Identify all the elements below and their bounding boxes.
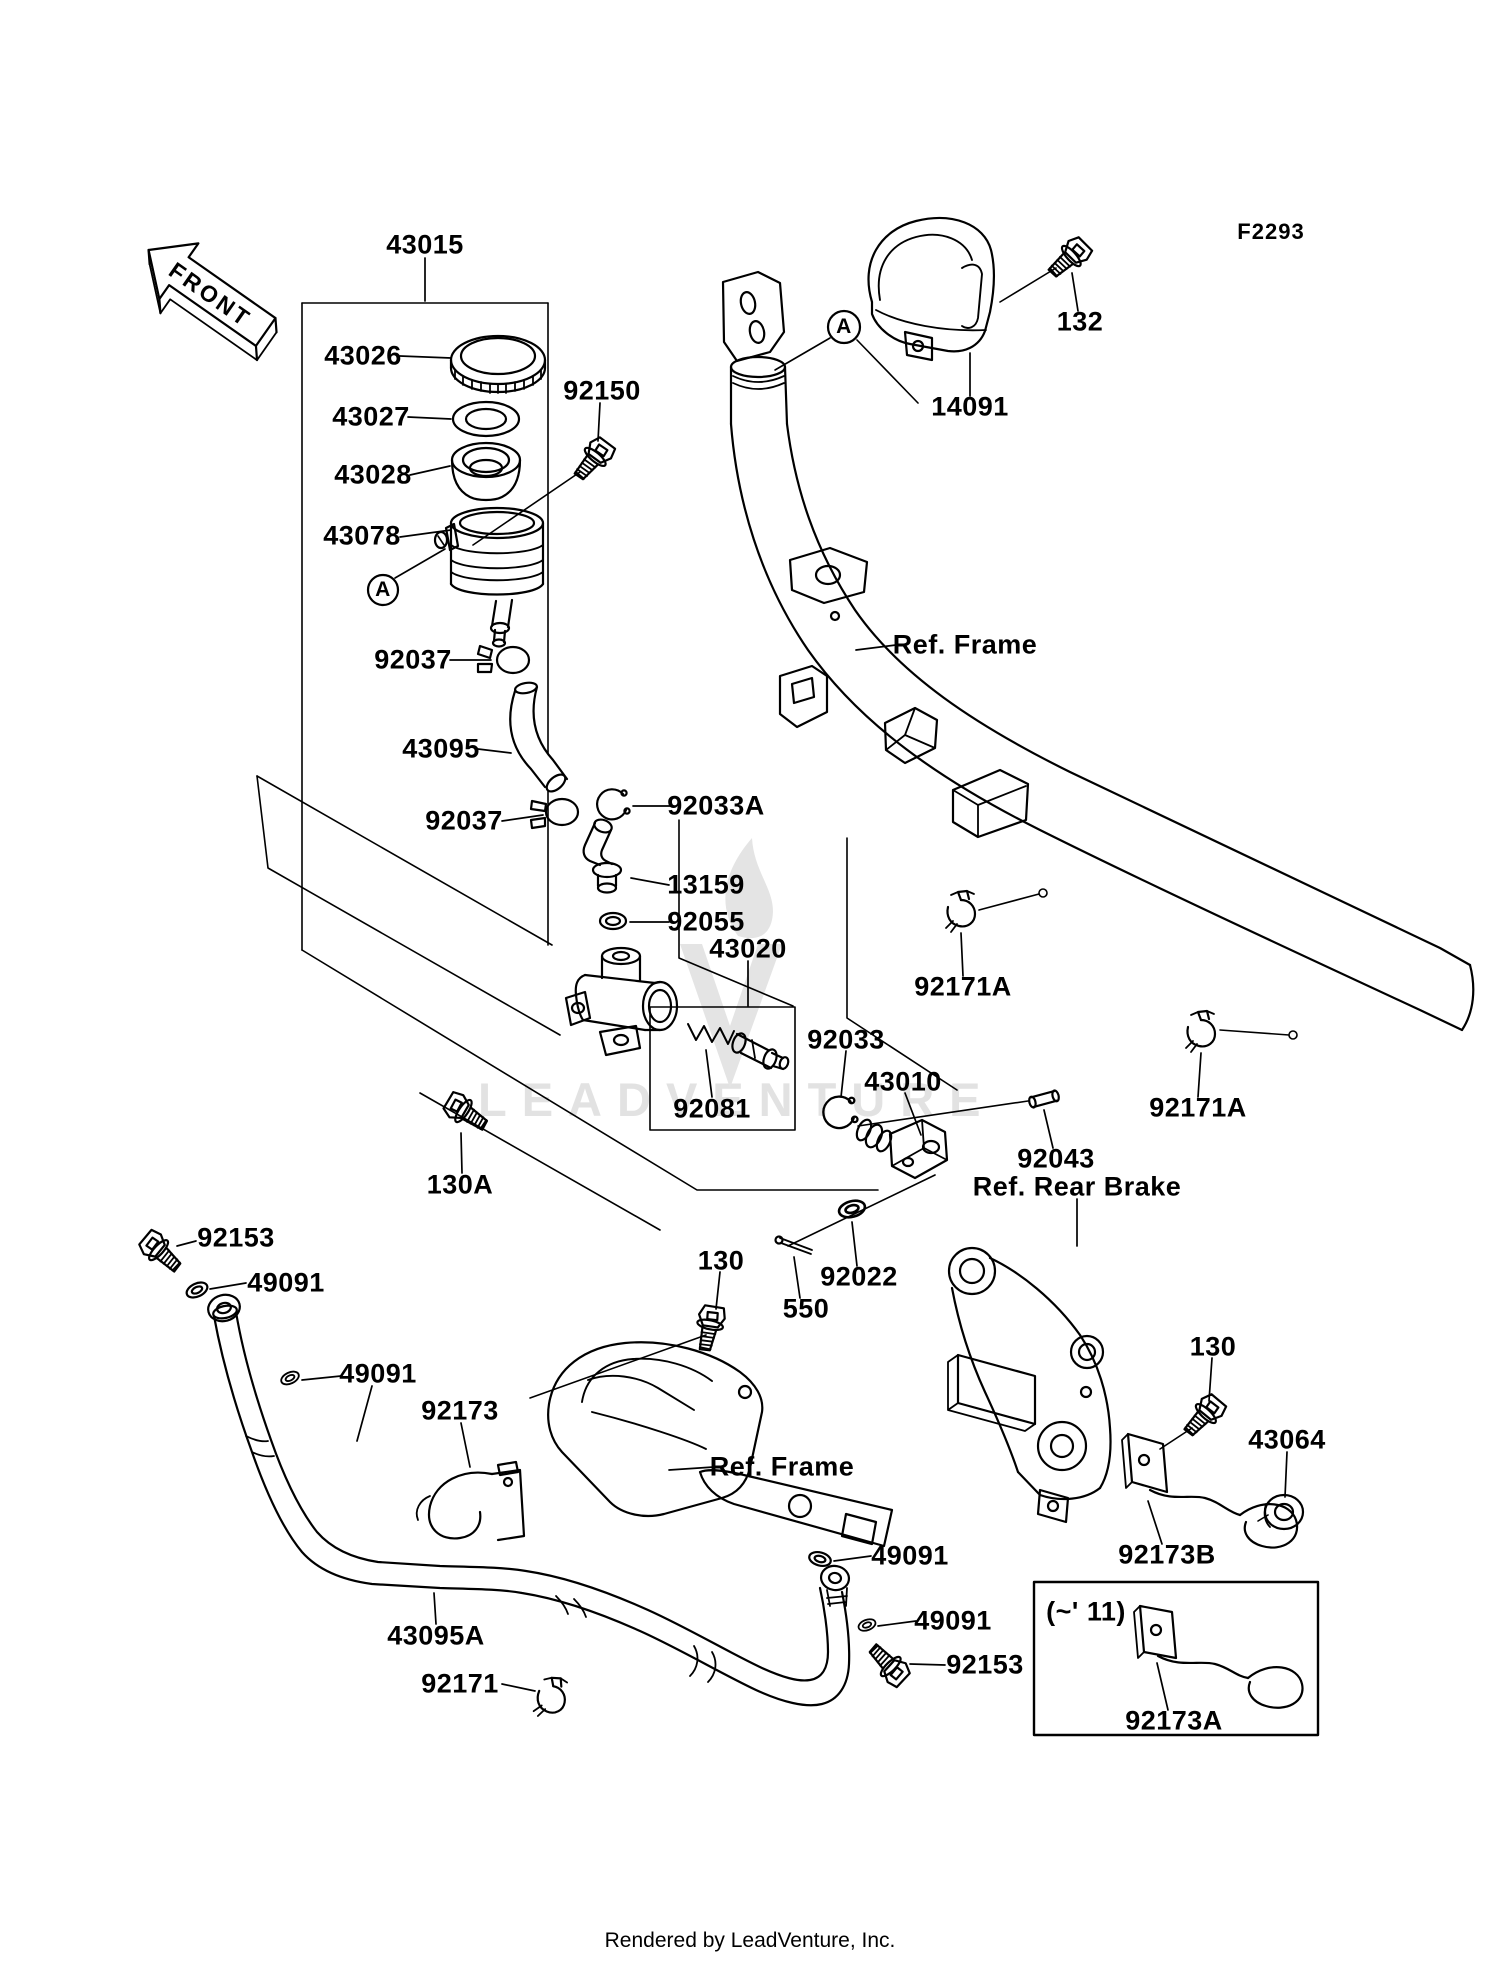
drawing-washer-49091-4 <box>856 1616 878 1634</box>
part-label-130-1: 130 <box>697 1245 745 1276</box>
note-applicability-label: (~' 11) <box>1046 1596 1126 1627</box>
drawing-cotter-pin-550 <box>774 1235 813 1255</box>
part-label-43026: 43026 <box>324 340 402 371</box>
drawing-rear-brake-bracket <box>947 1246 1112 1524</box>
part-label-130a: 130A <box>426 1169 494 1200</box>
part-label-43015: 43015 <box>386 229 464 260</box>
part-label-92022: 92022 <box>820 1261 898 1292</box>
part-label-49091-2: 49091 <box>339 1358 417 1389</box>
part-label-130-2: 130 <box>1189 1331 1237 1362</box>
part-label-43078: 43078 <box>323 520 401 551</box>
part-label-49091-1: 49091 <box>247 1267 325 1298</box>
drawing-reservoir-43078 <box>433 506 545 648</box>
drawing-clip-92171a-1 <box>944 889 977 934</box>
part-label-92043: 92043 <box>1017 1143 1095 1174</box>
drawing-hose-43095 <box>509 681 569 793</box>
part-label-92153-1: 92153 <box>197 1222 275 1253</box>
part-label-43095a: 43095A <box>387 1620 485 1651</box>
drawing-diaphragm-43028 <box>450 441 522 502</box>
drawing-cap-washer-43027 <box>451 400 521 438</box>
drawing-cover-14091 <box>867 216 996 362</box>
part-label-550: 550 <box>782 1293 830 1324</box>
drawing-washer-49091-1 <box>183 1278 211 1302</box>
part-label-92171: 92171 <box>421 1668 499 1699</box>
drawing-washer-49091-2 <box>278 1368 302 1388</box>
part-label-92173a: 92173A <box>1125 1705 1223 1736</box>
part-label-92173: 92173 <box>421 1395 499 1426</box>
drawing-joint-pin-92043 <box>1028 1089 1060 1109</box>
part-label-43095: 43095 <box>402 733 480 764</box>
part-label-92173b: 92173B <box>1118 1539 1216 1570</box>
drawing-piston-kit-92081 <box>687 1023 790 1071</box>
drawing-clip-92171a-2 <box>1184 1009 1217 1054</box>
drawing-brake-hose-43095a <box>212 1304 851 1707</box>
detail-marker-a2-circle <box>826 309 862 345</box>
drawing-banjo-bolt-92153-1 <box>134 1226 188 1279</box>
drawing-bracket-92173b <box>1121 1432 1299 1549</box>
drawing-bolt-130-2 <box>1177 1389 1230 1443</box>
drawing-bolt-92150 <box>567 432 619 487</box>
drawing-frame-tube <box>721 270 1475 1032</box>
part-label-92055: 92055 <box>667 906 745 937</box>
part-label-92150: 92150 <box>563 375 641 406</box>
drawing-clamp-92173 <box>415 1460 526 1542</box>
ref-label-frame-1: Ref. Frame <box>892 629 1038 660</box>
detail-marker-a1-circle <box>366 573 400 607</box>
ref-label-rear-brake: Ref. Rear Brake <box>972 1171 1182 1202</box>
drawing-bolt-132 <box>1042 232 1096 285</box>
part-label-92033a: 92033A <box>667 790 765 821</box>
part-label-92037-1: 92037 <box>374 644 452 675</box>
drawing-bolt-130-1 <box>690 1302 728 1355</box>
part-label-43028: 43028 <box>334 459 412 490</box>
part-label-13159: 13159 <box>667 869 745 900</box>
part-label-43064: 43064 <box>1248 1424 1326 1455</box>
part-label-92033: 92033 <box>807 1024 885 1055</box>
detail-marker-lines <box>394 337 919 579</box>
part-label-49091-4: 49091 <box>914 1605 992 1636</box>
part-label-92171a-1: 92171A <box>914 971 1012 1002</box>
drawing-reservoir-cap-43026 <box>449 334 547 394</box>
drawing-washer-92022 <box>835 1196 869 1222</box>
drawing-joint-pipe-13159 <box>582 818 623 894</box>
part-label-14091: 14091 <box>931 391 1009 422</box>
drawing-banjo-fitting-upper <box>207 1293 241 1323</box>
part-label-92081: 92081 <box>673 1093 751 1124</box>
drawing-clamp-92037-lower <box>529 797 580 830</box>
leader-lines <box>176 257 1288 1711</box>
part-label-49091-3: 49091 <box>871 1540 949 1571</box>
leadventure-flame-watermark-icon <box>680 838 782 1088</box>
drawing-clevis-43010 <box>855 1118 949 1180</box>
drawing-oring-92055 <box>598 911 628 931</box>
drawing-banjo-fitting-lower <box>819 1564 851 1607</box>
part-label-92171a-2: 92171A <box>1149 1092 1247 1123</box>
detail-marker-a1-label: A <box>375 578 391 601</box>
drawing-master-cylinder-43020 <box>564 946 679 1057</box>
figure-code: F2293 <box>1237 219 1305 244</box>
part-label-43027: 43027 <box>332 401 410 432</box>
part-label-43020: 43020 <box>709 933 787 964</box>
part-label-132: 132 <box>1056 306 1104 337</box>
construction-lines <box>256 267 1269 1522</box>
rendered-by-caption: Rendered by LeadVenture, Inc. <box>604 1929 896 1952</box>
ref-label-frame-2: Ref. Frame <box>709 1451 855 1482</box>
drawing-clamp-92037-upper <box>476 644 531 675</box>
detail-marker-a2-label: A <box>836 315 852 338</box>
note-box <box>1032 1580 1320 1737</box>
part-label-92037-2: 92037 <box>425 805 503 836</box>
drawing-banjo-bolt-92153-2 <box>862 1637 915 1691</box>
drawing-circlip-92033a <box>596 788 631 821</box>
part-label-43010: 43010 <box>864 1066 942 1097</box>
drawing-clip-92171 <box>531 1673 570 1722</box>
front-arrow-icon <box>147 242 278 362</box>
drawing-grommet-43064 <box>1263 1493 1305 1531</box>
drawing-washer-49091-3 <box>806 1548 834 1570</box>
drawing-footpeg-bracket <box>547 1341 894 1548</box>
drawing-circlip-92033 <box>822 1095 859 1130</box>
part-label-92153-2: 92153 <box>946 1649 1024 1680</box>
clip-fastener-dots <box>978 888 1298 1040</box>
